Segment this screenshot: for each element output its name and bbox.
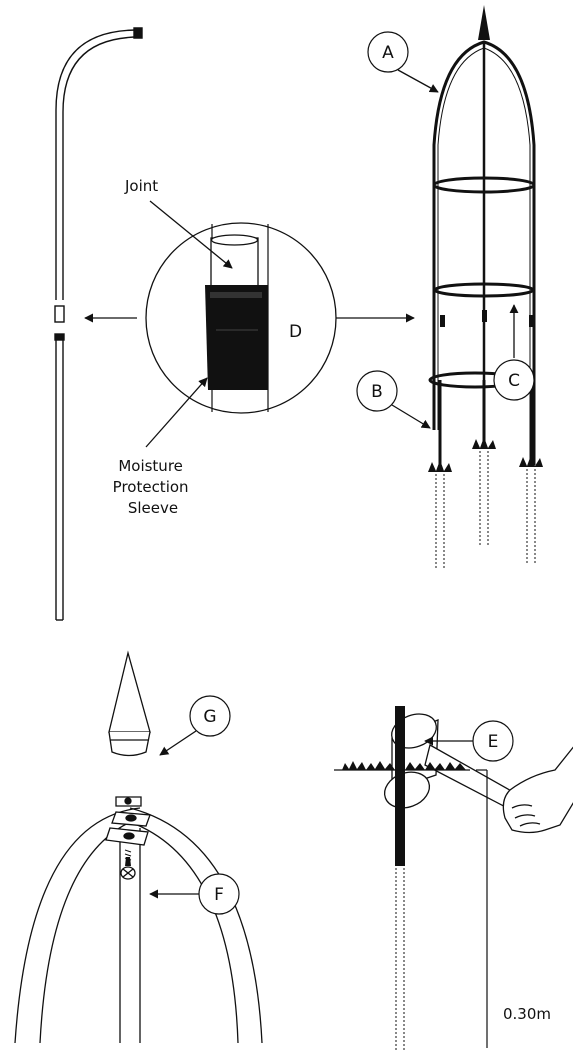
- callout-b: B: [356, 370, 431, 429]
- joint-arrow: [149, 200, 233, 269]
- callout-c: C: [493, 304, 535, 401]
- callout-b-letter: B: [371, 382, 383, 402]
- sleeve-label-line2: Protection: [113, 478, 189, 496]
- joint-detail: D: [145, 222, 337, 414]
- callout-a-letter: A: [382, 43, 394, 63]
- curved-pole: [54, 27, 143, 621]
- callout-g-letter: G: [203, 707, 216, 727]
- stake-in-ground: [334, 706, 488, 1050]
- callout-f-letter: F: [214, 885, 224, 905]
- obelisk: [428, 5, 543, 568]
- sleeve-label-line3: Sleeve: [128, 499, 178, 517]
- callout-e-letter: E: [488, 732, 499, 752]
- sleeve-label: Moisture Protection Sleeve: [113, 457, 194, 517]
- sleeve-label-line1: Moisture: [118, 457, 183, 475]
- callout-e: E: [424, 720, 514, 762]
- callout-a: A: [367, 31, 439, 93]
- finial-assembly: [14, 650, 263, 1044]
- sleeve-arrow: [145, 377, 208, 448]
- depth-label: 0.30m: [503, 1005, 551, 1023]
- callout-c-letter: C: [508, 371, 520, 391]
- callout-f: F: [149, 873, 240, 915]
- callout-d: D: [289, 322, 302, 342]
- joint-label: Joint: [124, 177, 158, 195]
- callout-g: G: [159, 695, 231, 756]
